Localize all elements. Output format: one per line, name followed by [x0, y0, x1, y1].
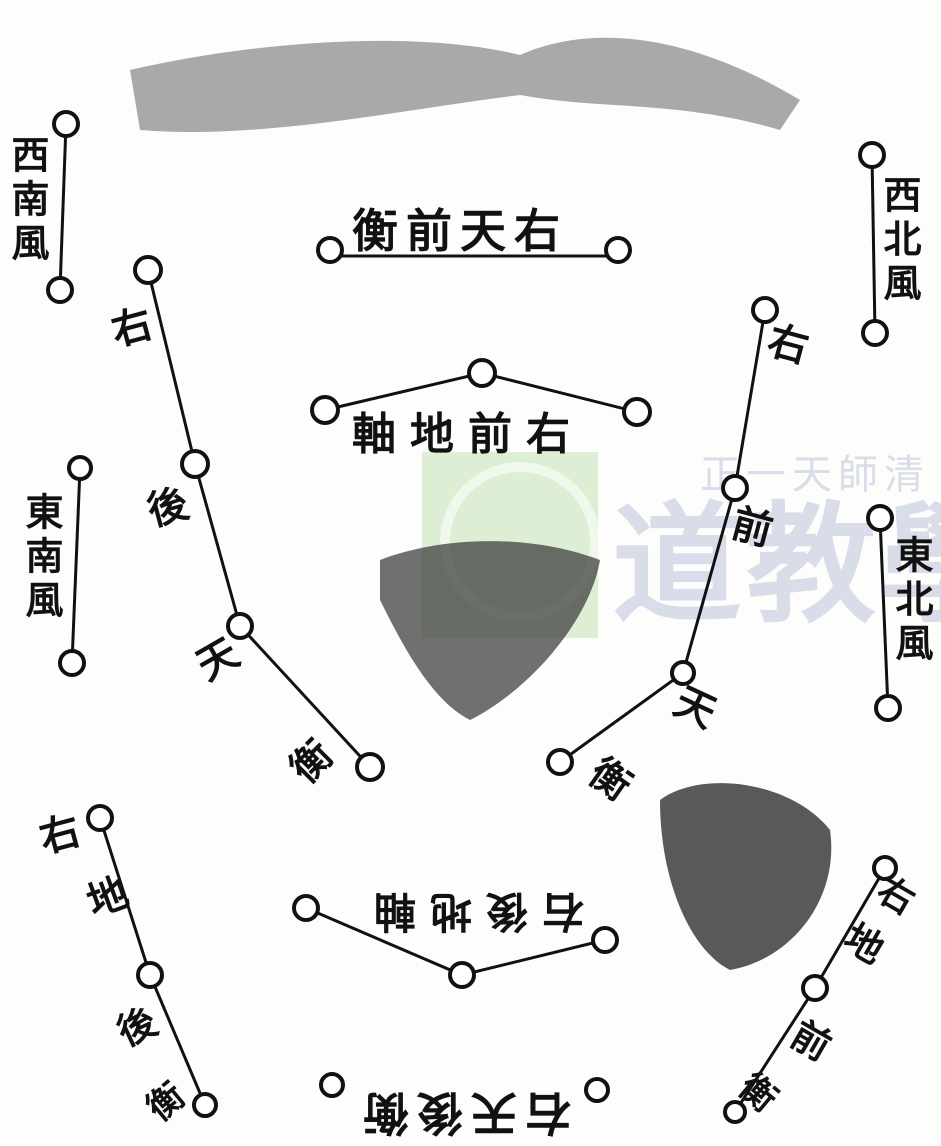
right-upper-chain-line — [559, 309, 767, 764]
node-lu-1 — [133, 255, 163, 285]
node-sw-bottom — [46, 276, 74, 304]
wind-northeast-label: 東北風 — [889, 535, 934, 667]
node-top-left — [316, 236, 344, 264]
node-nw-top — [858, 141, 886, 169]
node-lower-left — [292, 894, 320, 922]
node-upper-mid — [467, 358, 497, 388]
ink-smudge-center — [380, 541, 600, 720]
top-title: 衡前天右 — [352, 204, 568, 258]
ink-smudge-top — [130, 37, 800, 132]
node-rl-2 — [801, 974, 829, 1002]
node-rl-1 — [872, 855, 898, 881]
node-upper-right — [622, 397, 652, 427]
lower-axis-label: 右後地軸 — [360, 887, 585, 936]
node-lu-4 — [355, 752, 385, 782]
wind-southeast-label: 東南風 — [19, 492, 64, 624]
wind-southwest-label: 西南風 — [5, 135, 50, 267]
node-ll-1 — [86, 804, 114, 832]
node-ru-4 — [546, 748, 574, 776]
node-lower-mid — [448, 961, 476, 989]
bottom-title: 右天後衡 — [355, 1086, 571, 1140]
node-bottom-left — [319, 1072, 345, 1098]
node-top-right — [604, 236, 632, 264]
node-ru-2 — [721, 474, 749, 502]
node-nw-bottom — [861, 319, 889, 347]
node-sw-top — [52, 110, 80, 138]
node-rl-3 — [723, 1100, 747, 1124]
ink-smudge-right — [660, 783, 832, 970]
node-bottom-right — [584, 1077, 610, 1103]
upper-axis-label: 軸地前右 — [352, 409, 584, 460]
wind-northwest-line — [870, 154, 877, 334]
node-se-bottom — [58, 649, 86, 677]
left-upper-chain-line — [146, 269, 372, 769]
wind-southeast-line — [70, 467, 82, 664]
node-se-top — [67, 455, 93, 481]
wind-northeast-line — [878, 517, 890, 709]
node-ll-3 — [192, 1092, 218, 1118]
node-lower-right — [591, 926, 619, 954]
node-ll-2 — [136, 961, 164, 989]
node-ru-3 — [670, 660, 696, 686]
node-ru-1 — [751, 296, 779, 324]
node-lu-3 — [226, 612, 254, 640]
node-upper-left — [310, 395, 340, 425]
wind-southwest-line — [58, 123, 68, 291]
node-lu-2 — [180, 449, 210, 479]
wind-northwest-label: 西北風 — [877, 175, 922, 307]
node-ne-bottom — [874, 694, 902, 722]
node-ne-top — [866, 504, 894, 532]
